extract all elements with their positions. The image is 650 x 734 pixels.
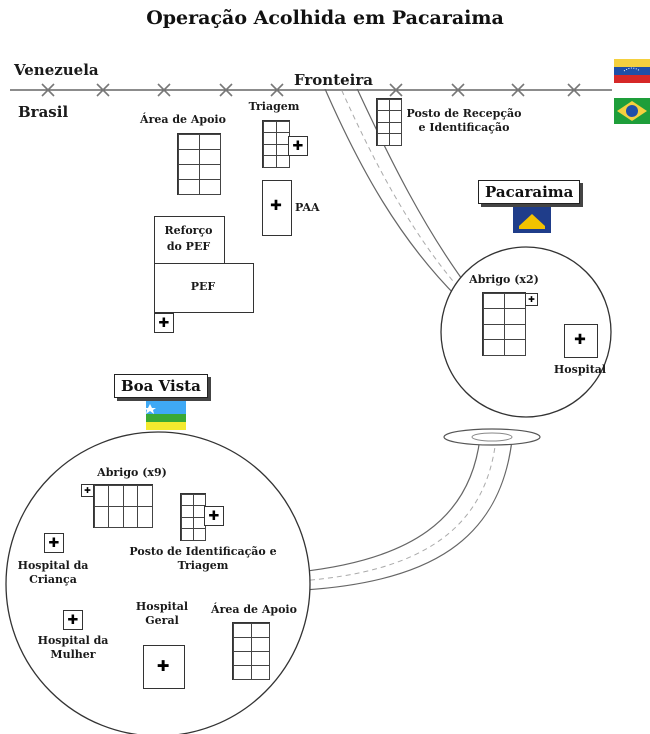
roraima-flag-icon <box>144 400 186 430</box>
road-border-pacaraima <box>321 81 471 299</box>
hospital-crianca-medical-cross-icon: ✚ <box>44 533 64 553</box>
barrier-x-icon <box>567 83 581 97</box>
brasil-label: Brasil <box>18 103 69 121</box>
barrier-x-icon <box>451 83 465 97</box>
posto-recepcao-building <box>376 98 402 146</box>
pacaraima-flag-icon <box>513 207 551 233</box>
junction-inner <box>471 432 513 442</box>
pef-building <box>154 263 254 313</box>
boavista-place-label: Boa Vista <box>114 374 208 398</box>
paa-building <box>262 180 292 236</box>
brazil-flag-icon <box>614 98 650 124</box>
triagem-building <box>262 120 290 168</box>
barrier-x-icon <box>41 83 55 97</box>
barrier-x-icon <box>511 83 525 97</box>
paa-label: PAA <box>295 201 320 214</box>
hospital-geral-medical-cross-icon: ✚ <box>156 657 170 675</box>
triagem-label: Triagem <box>248 100 300 113</box>
area-apoio-north-building <box>177 133 221 195</box>
barrier-x-icon <box>157 83 171 97</box>
barrier-x-icon <box>219 83 233 97</box>
barrier-x-icon <box>96 83 110 97</box>
area-apoio-north-label: Área de Apoio <box>140 113 226 126</box>
abrigo-pacaraima-building <box>482 292 526 356</box>
hospital-pacaraima-building <box>564 324 598 358</box>
hospital-pacaraima-medical-cross-icon: ✚ <box>574 332 586 348</box>
hospital-mulher-medical-cross-icon: ✚ <box>63 610 83 630</box>
barrier-x-icon <box>270 83 284 97</box>
area-apoio-bv-building <box>232 622 270 680</box>
abrigo-boavista-label: Abrigo (x9) <box>97 466 167 479</box>
posto-recepcao-label: Posto de Recepção e Identificação <box>406 107 522 134</box>
venezuela-label: Venezuela <box>14 61 99 79</box>
pacaraima-circle <box>440 246 612 418</box>
barrier-x-icon <box>389 83 403 97</box>
road-pacaraima-boavista <box>297 437 513 591</box>
pacaraima-place-label: Pacaraima <box>478 180 581 204</box>
hospital-crianca-label: Hospital da Criança <box>17 559 89 586</box>
abrigo-pacaraima-medical-cross-icon: ✚ <box>525 293 538 306</box>
posto-identificacao-medical-cross-icon: ✚ <box>204 506 224 526</box>
hospital-pacaraima-label: Hospital <box>553 363 607 376</box>
posto-identificacao-building <box>180 493 206 541</box>
hospital-geral-label: Hospital Geral <box>135 600 189 627</box>
abrigo-boavista-building <box>93 484 153 528</box>
paa-medical-cross-icon: ✚ <box>270 198 282 214</box>
reforco-pef-label: Reforço do PEF <box>164 224 213 253</box>
hospital-geral-building <box>143 645 185 689</box>
posto-identificacao-label: Posto de Identificação e Triagem <box>129 545 277 572</box>
pef-medical-cross-icon: ✚ <box>154 313 174 333</box>
area-apoio-bv-label: Área de Apoio <box>211 603 297 616</box>
junction-ellipse <box>443 428 541 446</box>
pef-label: PEF <box>190 280 216 293</box>
abrigo-boavista-medical-cross-icon: ✚ <box>81 484 94 497</box>
hospital-mulher-label: Hospital da Mulher <box>37 634 109 661</box>
page-title: Operação Acolhida em Pacaraima <box>146 7 504 29</box>
fronteira-label: Fronteira <box>290 71 377 89</box>
triagem-medical-cross-icon: ✚ <box>288 136 308 156</box>
venezuela-flag-icon <box>614 59 650 83</box>
abrigo-pacaraima-label: Abrigo (x2) <box>469 273 539 286</box>
border-barriers <box>41 83 581 97</box>
